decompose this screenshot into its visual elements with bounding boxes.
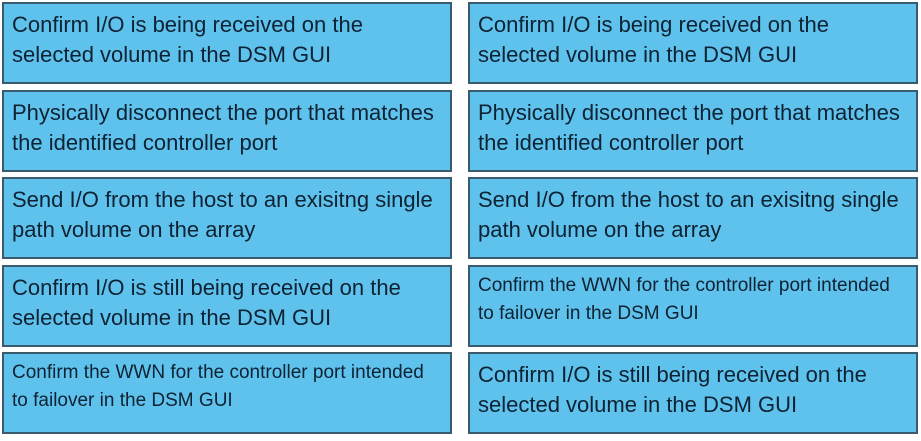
right-step-box[interactable]: Confirm I/O is being received on the sel… (468, 2, 918, 84)
right-step-box[interactable]: Send I/O from the host to an exisitng si… (468, 177, 918, 259)
target-column: Confirm I/O is being received on the sel… (468, 2, 918, 440)
right-step-box[interactable]: Physically disconnect the port that matc… (468, 89, 918, 172)
left-step-box[interactable]: Send I/O from the host to an exisitng si… (2, 177, 452, 259)
right-step-box[interactable]: Confirm the WWN for the controller port … (468, 264, 918, 347)
left-step-box[interactable]: Confirm I/O is being received on the sel… (2, 2, 452, 84)
left-step-box[interactable]: Confirm the WWN for the controller port … (2, 352, 452, 434)
left-step-box[interactable]: Confirm I/O is still being received on t… (2, 264, 452, 347)
source-column: Confirm I/O is being received on the sel… (2, 2, 452, 440)
left-step-box[interactable]: Physically disconnect the port that matc… (2, 89, 452, 172)
right-step-box[interactable]: Confirm I/O is still being received on t… (468, 352, 918, 434)
